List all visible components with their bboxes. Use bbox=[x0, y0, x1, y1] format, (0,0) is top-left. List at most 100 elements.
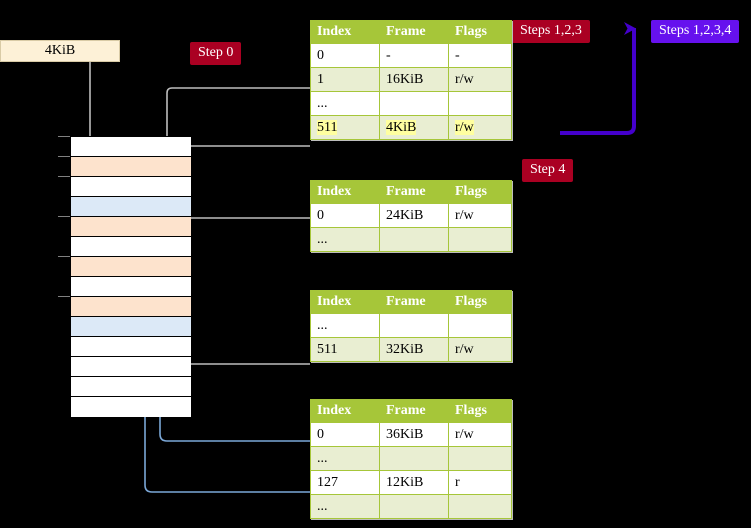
cell-frame: 24KiB bbox=[379, 203, 449, 228]
memory-tick bbox=[58, 216, 70, 217]
badge-step-0: Step 0 bbox=[190, 42, 242, 65]
memory-frame-row bbox=[71, 317, 191, 337]
wire-pd-row511 bbox=[172, 308, 310, 365]
memory-frame-row bbox=[71, 377, 191, 397]
cell-frame: - bbox=[379, 43, 449, 68]
column-header-flags: Flags bbox=[448, 20, 512, 44]
cell-flags: r/w bbox=[448, 203, 512, 228]
cell-index: 511 bbox=[310, 115, 380, 140]
badge-steps-123: Steps 1,2,3 bbox=[512, 20, 590, 43]
cell-frame: 12KiB bbox=[379, 470, 449, 495]
memory-frame-row bbox=[71, 217, 191, 237]
memory-frame-row bbox=[71, 337, 191, 357]
cell-flags: r/w bbox=[448, 337, 512, 362]
badge-steps-1234: Steps 1,2,3,4 bbox=[651, 20, 740, 43]
cell-index: ... bbox=[310, 446, 380, 471]
cell-flags: - bbox=[448, 43, 512, 68]
memory-frame-row bbox=[71, 297, 191, 317]
cell-index: 0 bbox=[310, 43, 380, 68]
physical-memory-column bbox=[70, 136, 191, 417]
column-header-frame: Frame bbox=[379, 180, 449, 204]
memory-tick bbox=[58, 256, 70, 257]
table-row: ... bbox=[310, 494, 512, 519]
column-header-frame: Frame bbox=[379, 290, 449, 314]
cell-index: ... bbox=[310, 313, 380, 338]
cell-frame bbox=[379, 446, 449, 471]
column-header-flags: Flags bbox=[448, 290, 512, 314]
table-row: 0-- bbox=[310, 43, 512, 68]
wire-pdpt-row0 bbox=[177, 217, 310, 260]
cell-flags bbox=[448, 313, 512, 338]
cell-index: 511 bbox=[310, 337, 380, 362]
highlighted-value: 4KiB bbox=[386, 119, 417, 135]
memory-frame-row bbox=[71, 137, 191, 157]
memory-frame-row bbox=[71, 157, 191, 177]
column-header-flags: Flags bbox=[448, 180, 512, 204]
cell-flags: r/w bbox=[448, 422, 512, 447]
cell-flags bbox=[448, 446, 512, 471]
wire-steps-bracket bbox=[560, 22, 636, 135]
memory-frame-row bbox=[71, 177, 191, 197]
memory-frame-row bbox=[71, 257, 191, 277]
cell-flags: r bbox=[448, 470, 512, 495]
cell-index: 0 bbox=[310, 422, 380, 447]
column-header-index: Index bbox=[310, 399, 380, 423]
badge-step-4: Step 4 bbox=[522, 159, 574, 182]
cell-index: ... bbox=[310, 227, 380, 252]
column-header-index: Index bbox=[310, 20, 380, 44]
cell-flags bbox=[448, 227, 512, 252]
cell-frame bbox=[379, 227, 449, 252]
cell-flags bbox=[448, 494, 512, 519]
memory-tick bbox=[58, 176, 70, 177]
table-row: ... bbox=[310, 446, 512, 471]
column-header-index: Index bbox=[310, 290, 380, 314]
table-row: ... bbox=[310, 313, 512, 338]
cell-frame bbox=[379, 313, 449, 338]
cell-frame: 16KiB bbox=[379, 67, 449, 92]
wire-pml4-row511 bbox=[171, 145, 310, 220]
cell-frame: 4KiB bbox=[379, 115, 449, 140]
cell-frame bbox=[379, 91, 449, 116]
cell-index: 0 bbox=[310, 203, 380, 228]
memory-frame-row bbox=[71, 357, 191, 377]
cell-index: 1 bbox=[310, 67, 380, 92]
table-row: ... bbox=[310, 227, 512, 252]
cell-frame: 32KiB bbox=[379, 337, 449, 362]
cell-frame: 36KiB bbox=[379, 422, 449, 447]
column-header-frame: Frame bbox=[379, 399, 449, 423]
cell-index: 127 bbox=[310, 470, 380, 495]
frame-size-box: 4KiB bbox=[0, 40, 120, 62]
memory-tick bbox=[58, 136, 70, 137]
cell-frame bbox=[379, 494, 449, 519]
cell-flags: r/w bbox=[448, 67, 512, 92]
memory-frame-row bbox=[71, 397, 191, 417]
memory-frame-row bbox=[71, 277, 191, 297]
highlighted-value: 511 bbox=[317, 119, 338, 135]
column-header-flags: Flags bbox=[448, 399, 512, 423]
cell-flags bbox=[448, 91, 512, 116]
table-row: ... bbox=[310, 91, 512, 116]
memory-tick bbox=[58, 156, 70, 157]
column-header-index: Index bbox=[310, 180, 380, 204]
cell-flags: r/w bbox=[448, 115, 512, 140]
table-row: 511 4KiB r/w bbox=[310, 115, 512, 140]
cell-index: ... bbox=[310, 494, 380, 519]
memory-tick bbox=[58, 296, 70, 297]
highlighted-value: r/w bbox=[455, 119, 474, 135]
memory-frame-row bbox=[71, 197, 191, 217]
